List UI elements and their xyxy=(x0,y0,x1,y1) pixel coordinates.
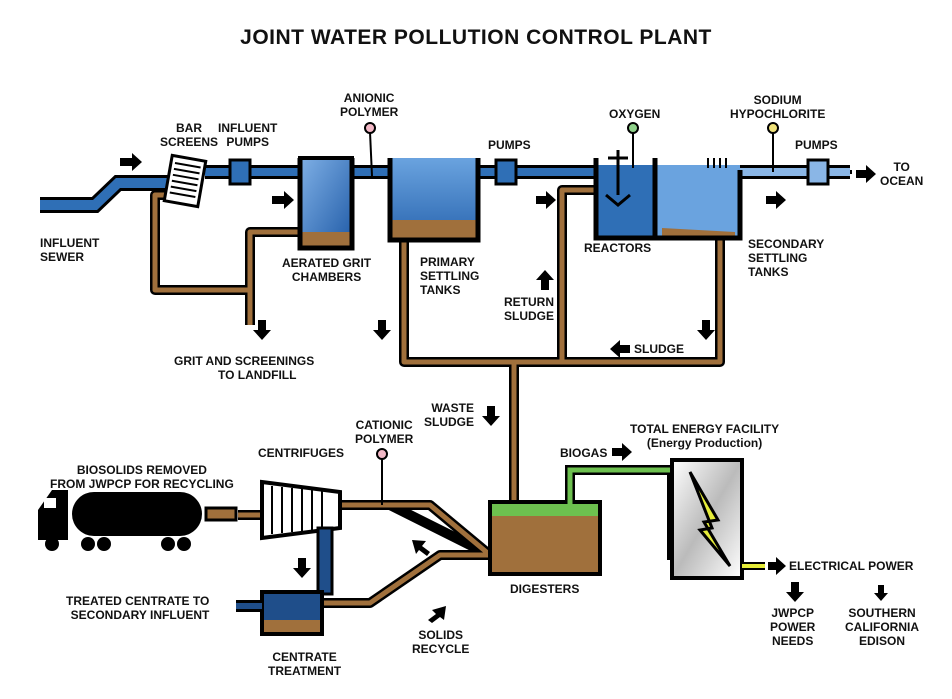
primary-settling-tanks xyxy=(387,158,481,243)
label-centrifuges: CENTRIFUGES xyxy=(258,446,345,460)
page-title: JOINT WATER POLLUTION CONTROL PLANT xyxy=(240,26,712,49)
flow-arrows xyxy=(120,153,888,623)
label-pumps-2: PUMPS xyxy=(795,138,838,152)
arrow-icon xyxy=(874,585,888,601)
arrow-icon xyxy=(272,191,294,209)
arrow-icon xyxy=(536,270,554,290)
label-reactors: REACTORS xyxy=(584,241,652,255)
reactors xyxy=(593,150,655,241)
arrow-icon xyxy=(768,557,786,575)
bar-screen-icon xyxy=(162,153,208,209)
arrow-icon xyxy=(482,406,500,426)
arrow-icon xyxy=(697,320,715,340)
label-biogas: BIOGAS xyxy=(560,446,608,460)
arrow-icon xyxy=(253,320,271,340)
label-sludge: SLUDGE xyxy=(634,342,685,356)
secondary-settling-tanks xyxy=(652,158,743,241)
total-energy-facility xyxy=(670,458,765,580)
arrow-icon xyxy=(612,443,632,461)
centrate-treatment xyxy=(236,590,324,636)
label-digesters: DIGESTERS xyxy=(510,582,580,596)
arrow-icon xyxy=(120,153,142,171)
chemical-probes xyxy=(364,122,779,505)
arrow-icon xyxy=(536,191,556,209)
aerated-grit-chambers xyxy=(297,156,355,251)
arrow-icon xyxy=(610,340,630,358)
lightning-icon xyxy=(688,471,732,567)
digesters xyxy=(488,500,602,576)
sludge-pipes xyxy=(150,185,725,608)
arrow-icon xyxy=(373,320,391,340)
mixer-icon xyxy=(605,150,631,207)
label-pumps: PUMPS xyxy=(488,138,531,152)
arrow-icon xyxy=(856,165,876,183)
truck-icon xyxy=(38,490,238,551)
arrow-icon xyxy=(412,540,430,556)
arrow-icon xyxy=(293,558,311,578)
arrow-icon xyxy=(766,191,786,209)
arrow-icon xyxy=(786,582,804,602)
arrow-icon xyxy=(428,606,446,623)
centrifuge xyxy=(260,479,342,596)
label-oxygen: OXYGEN xyxy=(609,107,661,121)
label-total-energy-facility: TOTAL ENERGY FACILITY(Energy Production) xyxy=(630,422,780,450)
label-electrical-power: ELECTRICAL POWER xyxy=(789,559,914,573)
pump-blocks xyxy=(228,158,830,186)
